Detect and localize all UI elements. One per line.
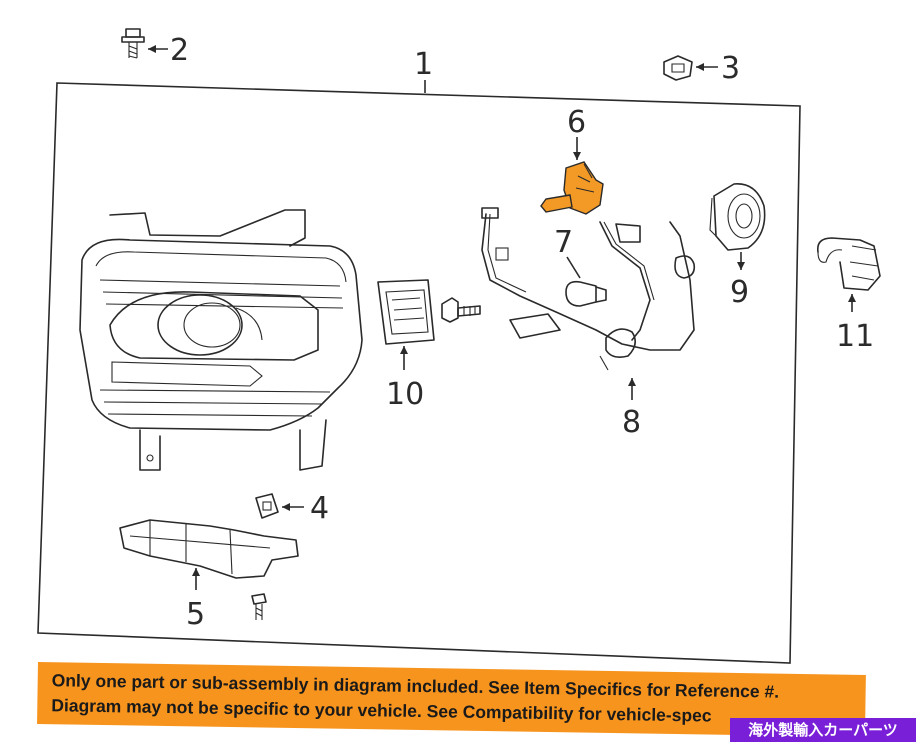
callout-8: 8 [622,405,641,440]
headlamp-housing [79,209,363,471]
part-module-10 [377,279,481,345]
callout-2: 2 [170,33,189,68]
part-bolt-2 [121,28,145,59]
part-clip-4 [255,493,279,519]
callout-9: 9 [730,275,749,310]
callout-1: 1 [414,47,433,82]
callout-4: 4 [310,491,329,526]
assembly-frame [37,82,801,664]
callout-7: 7 [554,225,573,260]
part-connector-11 [816,237,881,291]
callout-10: 10 [386,377,424,412]
leader-7 [566,256,581,279]
callout-3: 3 [721,51,740,86]
part-cap-9 [709,183,766,251]
part-bulb-6-highlighted [540,161,604,215]
part-small-bulb-7 [565,280,607,307]
callout-6: 6 [567,105,586,140]
part-bracket-5 [119,519,299,620]
callout-5: 5 [186,597,205,632]
import-car-parts-badge: 海外製輸入カーパーツ [730,718,916,742]
callout-11: 11 [836,319,874,354]
part-harness-8 [481,207,696,371]
part-nut-3 [663,55,693,81]
